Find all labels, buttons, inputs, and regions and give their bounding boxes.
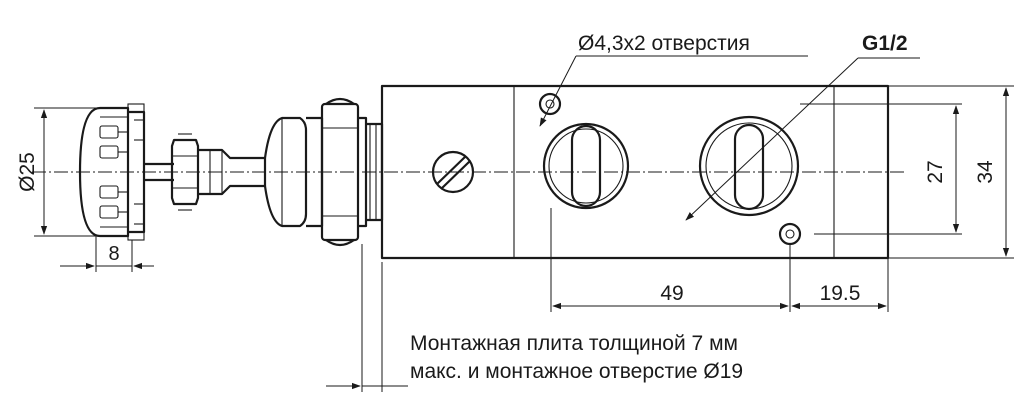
dim-49-19-5 [550,208,889,312]
dim-knob-width [60,236,154,272]
label-port-thread: G1/2 [862,32,908,55]
rubber-boot [263,116,308,228]
label-dim-19-5: 19.5 [820,282,861,305]
note-line-1: Монтажная плита толщиной 7 мм [410,332,738,355]
dim-27 [800,103,962,235]
dim-hole-callout [539,55,808,127]
dim-port-thread [685,57,920,221]
label-hole-callout: Ø4,3x2 отверстия [578,32,750,55]
label-dim-34: 34 [974,160,997,184]
dim-mounting-plate [326,244,408,392]
label-knob-width: 8 [108,243,119,265]
stem-assembly [144,133,267,211]
dim-34 [888,85,1014,259]
label-knob-diameter: Ø25 [16,152,39,192]
label-dim-49: 49 [660,282,683,305]
dim-knob-diameter [34,107,100,237]
label-dim-27: 27 [924,160,947,183]
note-line-2: макс. и монтажное отверстие Ø19 [410,360,743,383]
